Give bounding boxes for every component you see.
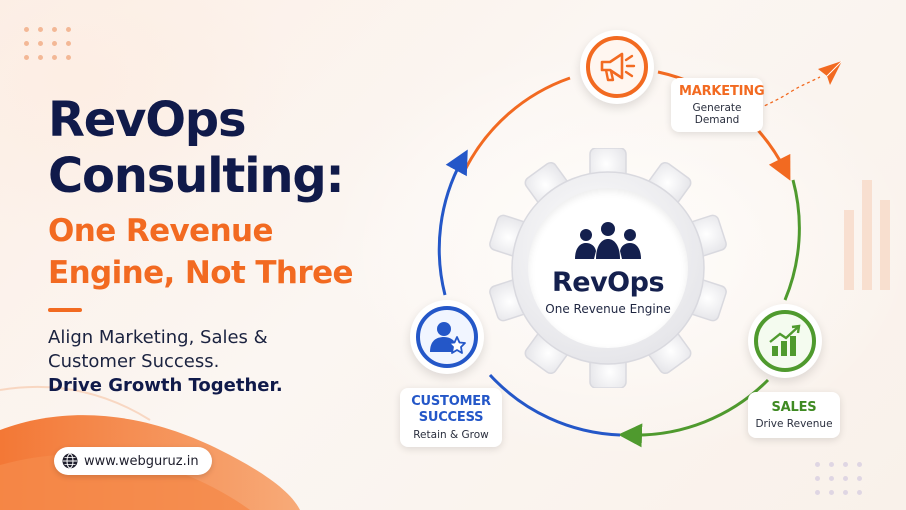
hero-text: RevOps Consulting: One Revenue Engine, N… bbox=[48, 92, 428, 398]
marketing-node bbox=[580, 30, 654, 104]
user-star-icon bbox=[430, 322, 466, 354]
revops-hub: RevOps One Revenue Engine bbox=[528, 188, 688, 348]
sales-node bbox=[748, 304, 822, 378]
dot-grid-decoration bbox=[815, 462, 862, 495]
customer-success-node bbox=[410, 300, 484, 374]
team-icon bbox=[575, 221, 641, 259]
tagline-strong: Drive Growth Together. bbox=[48, 375, 283, 396]
customer-success-title: CUSTOMER SUCCESS bbox=[411, 394, 491, 425]
website-url: www.webguruz.in bbox=[84, 453, 199, 469]
bar-decoration bbox=[844, 180, 890, 290]
sales-subtitle: Drive Revenue bbox=[755, 418, 833, 430]
marketing-card: MARKETING Generate Demand bbox=[671, 78, 765, 132]
page-title: RevOps Consulting: bbox=[48, 92, 345, 204]
page-subtitle: One Revenue Engine, Not Three bbox=[48, 213, 354, 291]
tagline: Align Marketing, Sales & Customer Succes… bbox=[48, 327, 268, 372]
sales-title: SALES bbox=[771, 400, 817, 415]
megaphone-icon bbox=[600, 52, 636, 82]
marketing-subtitle: Generate Demand bbox=[692, 102, 742, 126]
paper-plane-icon bbox=[753, 60, 843, 112]
divider bbox=[48, 308, 82, 312]
dot-grid-decoration bbox=[24, 27, 71, 60]
website-link[interactable]: www.webguruz.in bbox=[54, 447, 212, 475]
globe-icon bbox=[62, 453, 78, 469]
customer-success-card: CUSTOMER SUCCESS Retain & Grow bbox=[400, 388, 502, 447]
hub-subtitle: One Revenue Engine bbox=[545, 301, 671, 316]
growth-chart-icon bbox=[769, 324, 801, 356]
hub-title: RevOps bbox=[551, 266, 665, 298]
customer-success-subtitle: Retain & Grow bbox=[413, 429, 489, 441]
revops-cycle-diagram: RevOps One Revenue Engine MARKETING Gene… bbox=[400, 20, 906, 510]
marketing-title: MARKETING bbox=[679, 84, 765, 99]
sales-card: SALES Drive Revenue bbox=[748, 392, 840, 438]
